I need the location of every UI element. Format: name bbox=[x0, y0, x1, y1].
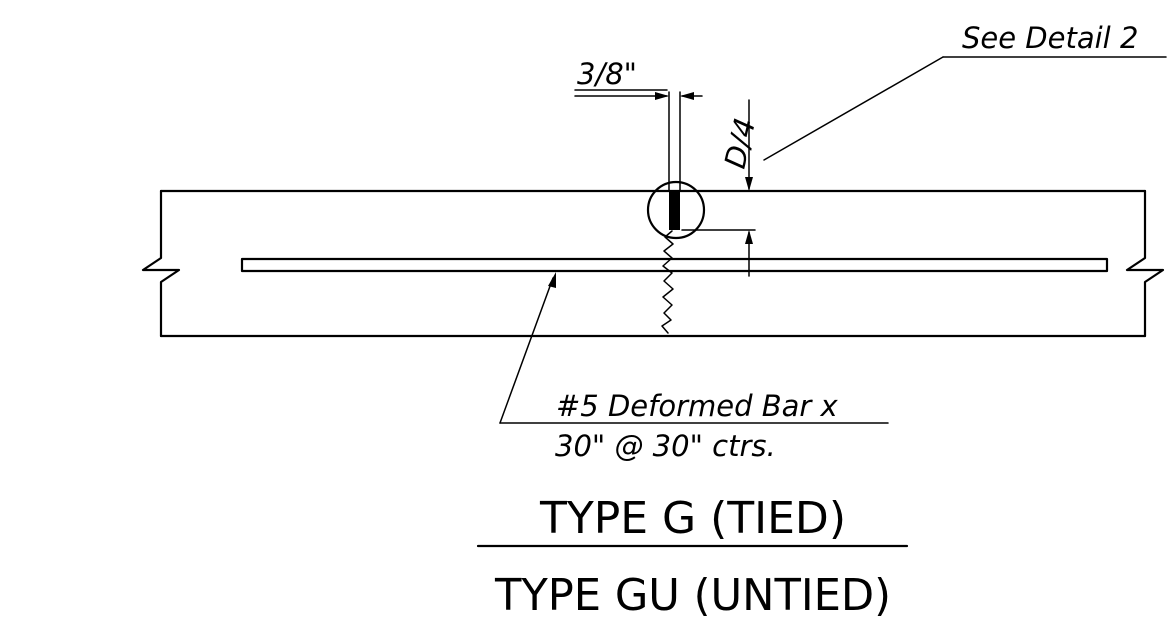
detail-callout: See Detail 2 bbox=[763, 21, 1167, 161]
detail-title: TYPE G (TIED) TYPE GU (UNTIED) bbox=[476, 493, 909, 621]
deformed-bar bbox=[240, 257, 1109, 273]
gap-dimension: 3/8" bbox=[574, 57, 703, 192]
bar-callout-line1: #5 Deformed Bar x bbox=[556, 389, 839, 423]
arrowhead bbox=[548, 272, 556, 288]
joint-sealant bbox=[669, 191, 680, 230]
arrowhead bbox=[745, 177, 753, 191]
sawcut-joint bbox=[646, 180, 706, 334]
title-tied: TYPE G (TIED) bbox=[539, 493, 846, 544]
arrowhead bbox=[655, 92, 669, 100]
arrowhead bbox=[745, 230, 753, 244]
gap-dimension-label: 3/8" bbox=[577, 57, 637, 91]
left-break-line bbox=[141, 189, 181, 338]
detail-leader bbox=[763, 56, 944, 161]
detail-reference-label: See Detail 2 bbox=[962, 21, 1138, 55]
bar-callout-line2: 30" @ 30" ctrs. bbox=[555, 429, 776, 463]
crack-line bbox=[661, 230, 674, 334]
depth-dimension-label: D/4 bbox=[718, 115, 763, 172]
bar-leader bbox=[499, 277, 554, 424]
arrowhead bbox=[680, 92, 694, 100]
concrete-slab bbox=[141, 189, 1165, 338]
right-break-line bbox=[1125, 189, 1165, 338]
detail-circle bbox=[646, 180, 706, 240]
bar-callout: #5 Deformed Bar x 30" @ 30" ctrs. bbox=[499, 272, 889, 463]
title-untied: TYPE GU (UNTIED) bbox=[494, 570, 891, 621]
